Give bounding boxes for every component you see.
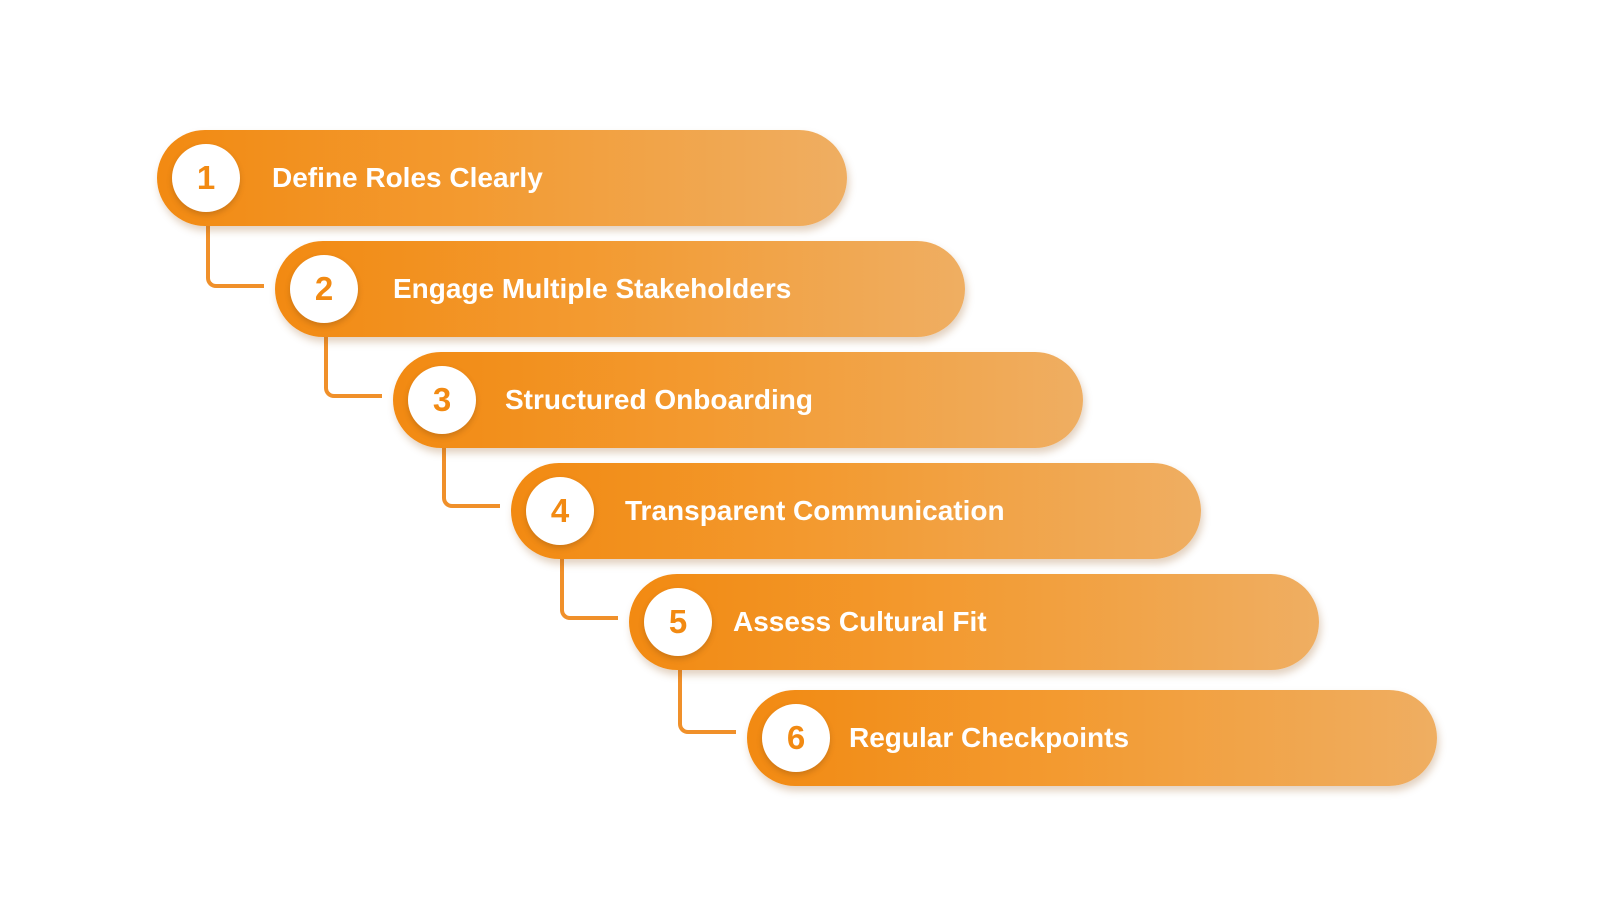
step-number-badge: 6 [762, 704, 830, 772]
step-connector [678, 668, 736, 734]
step-5: 5 Assess Cultural Fit [629, 574, 1319, 670]
step-connector [324, 332, 382, 398]
step-label: Assess Cultural Fit [733, 606, 987, 637]
step-label: Transparent Communication [625, 495, 1005, 526]
step-connector [560, 554, 618, 620]
step-number-badge: 4 [526, 477, 594, 545]
step-4: 4 Transparent Communication [511, 463, 1201, 559]
step-2: 2 Engage Multiple Stakeholders [275, 241, 965, 337]
step-3: 3 Structured Onboarding [393, 352, 1083, 448]
step-label: Define Roles Clearly [272, 162, 543, 193]
step-connector [206, 222, 264, 288]
step-1: 1 Define Roles Clearly [157, 130, 847, 226]
step-label: Engage Multiple Stakeholders [393, 273, 792, 304]
step-6: 6 Regular Checkpoints [747, 690, 1437, 786]
step-number-badge: 1 [172, 144, 240, 212]
step-label: Structured Onboarding [505, 384, 813, 415]
step-label: Regular Checkpoints [849, 722, 1130, 753]
step-number-badge: 5 [644, 588, 712, 656]
step-connector [442, 442, 500, 508]
step-number-badge: 3 [408, 366, 476, 434]
step-number-badge: 2 [290, 255, 358, 323]
